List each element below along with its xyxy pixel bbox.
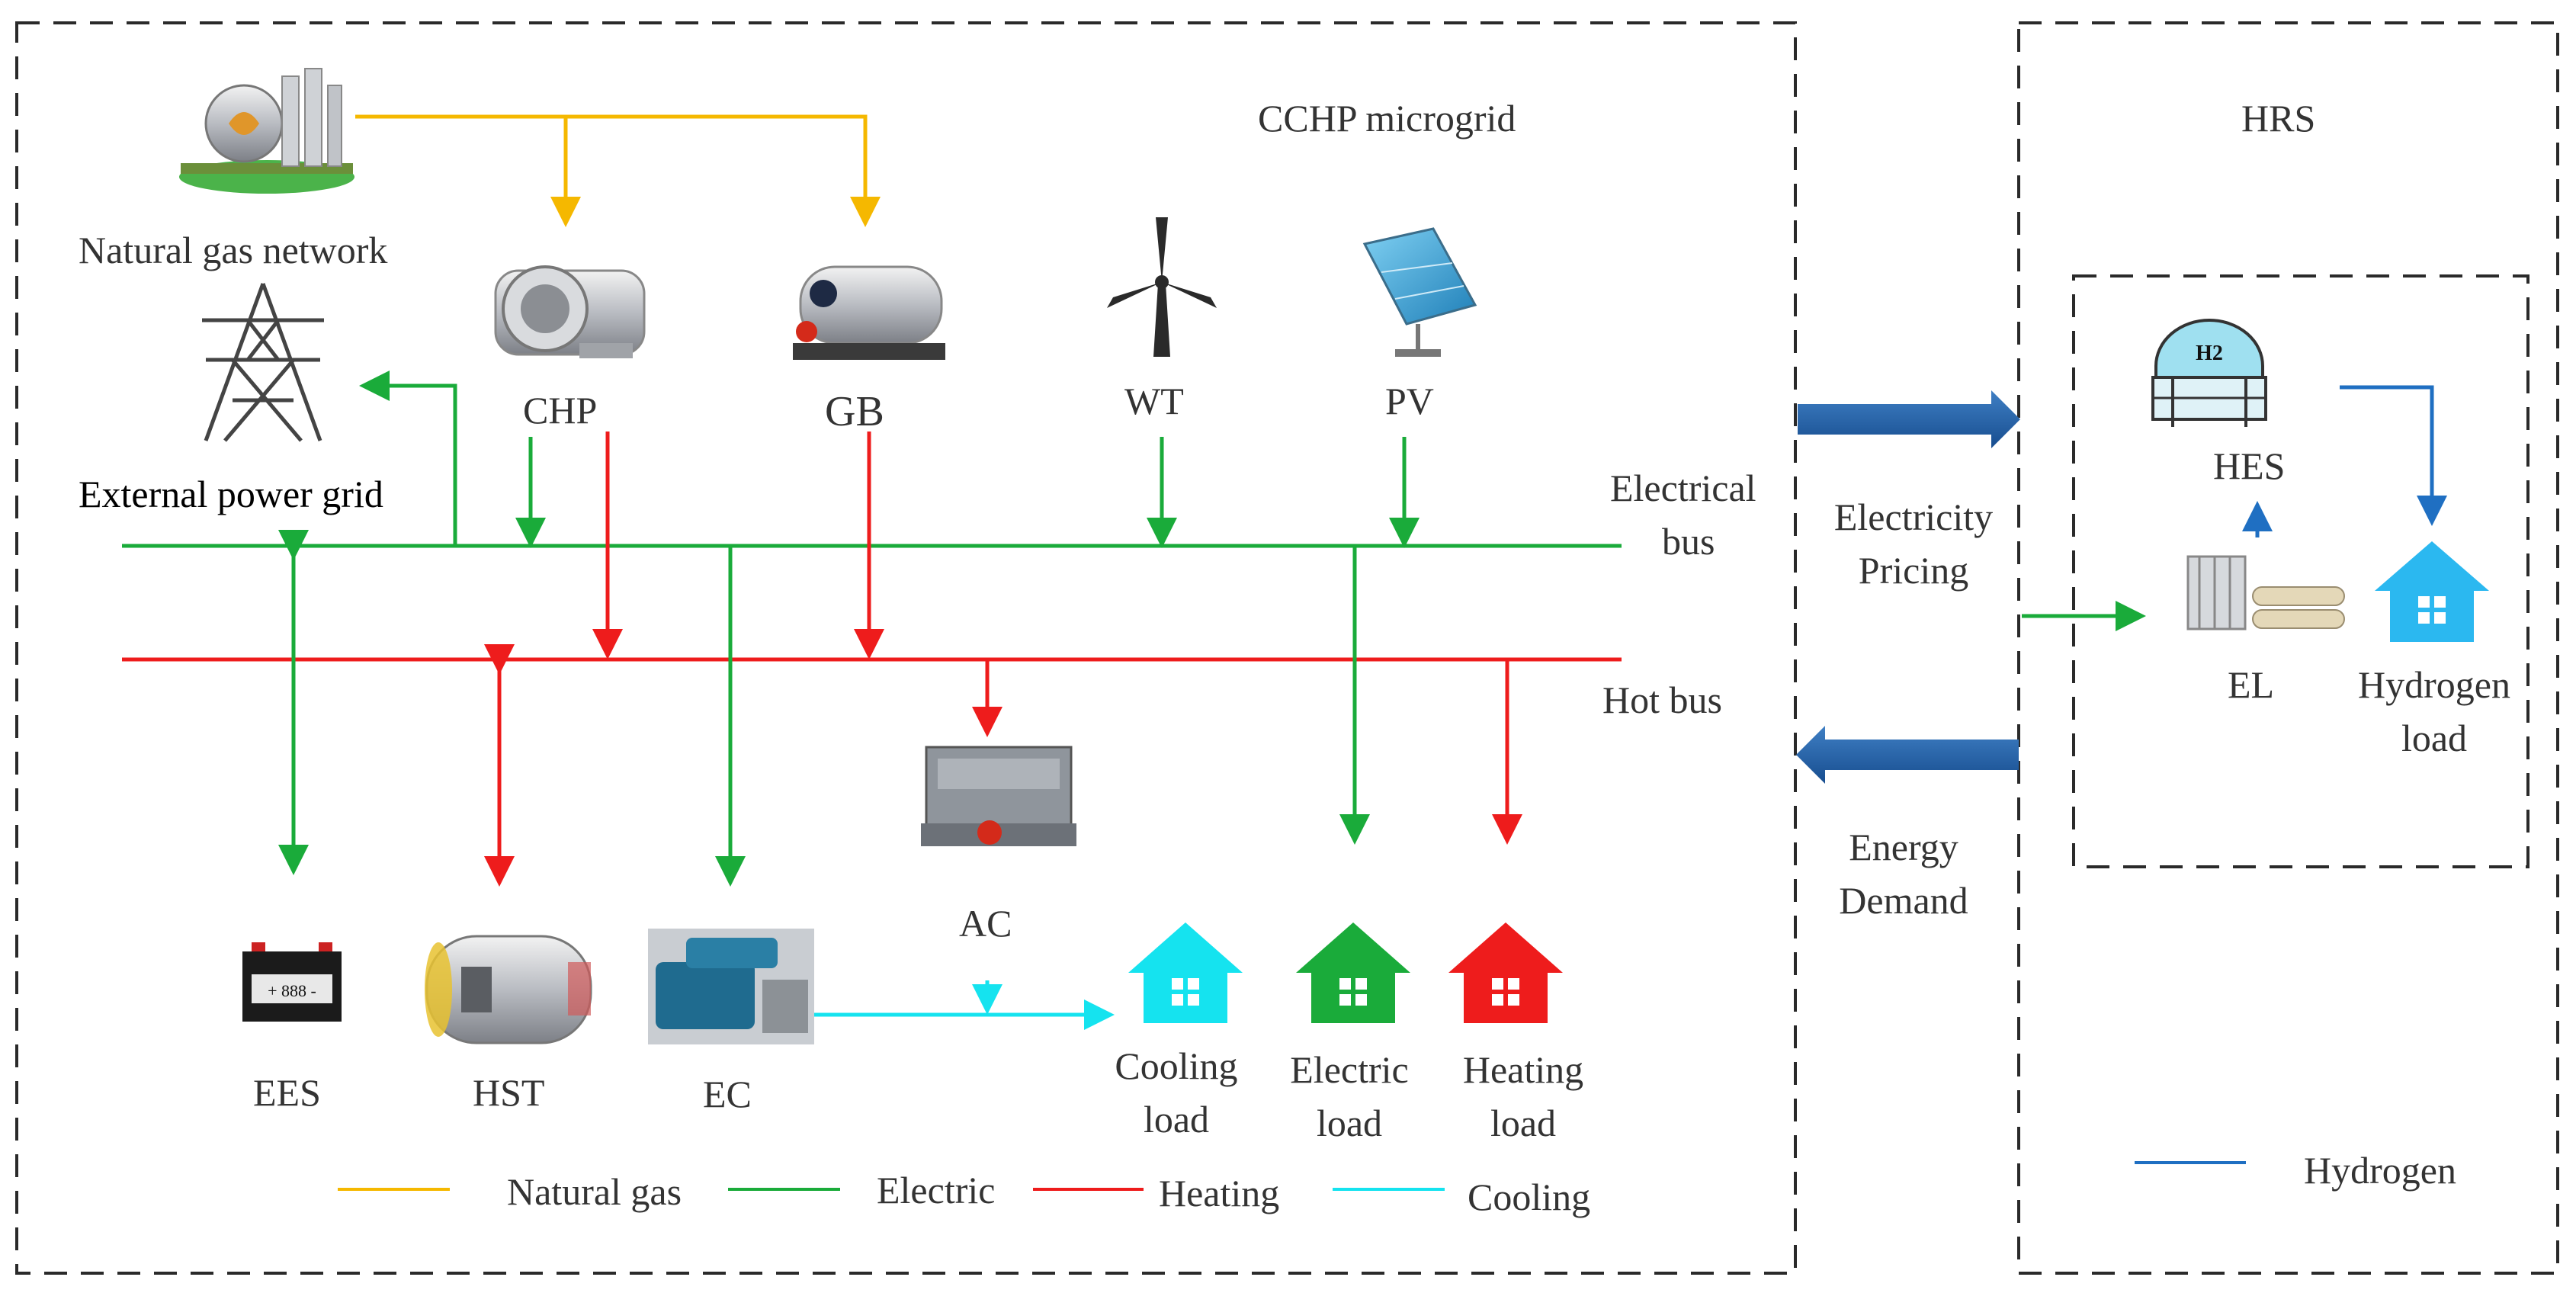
gas-facility-icon <box>179 68 354 194</box>
absorption-chiller-icon <box>921 746 1076 846</box>
hydrogen-storage-icon: H2 <box>2151 319 2267 427</box>
hrs-frame <box>2017 21 2559 1275</box>
electric-chiller-icon <box>648 929 814 1044</box>
legend-gas-label: Natural gas <box>507 1170 682 1213</box>
cooling-load-label-1: Cooling <box>1115 1044 1237 1087</box>
hes-label: HES <box>2213 444 2285 487</box>
electrical-bus-label-2: bus <box>1662 520 1715 563</box>
heating-load-label-1: Heating <box>1463 1048 1583 1091</box>
legend: Natural gas Electric Heating Cooling Hyd… <box>338 1149 2456 1218</box>
gas-network-label: Natural gas network <box>79 229 387 271</box>
cchp-microgrid-frame <box>15 21 1797 1275</box>
hydrogen-load-label-2: load <box>2401 717 2467 759</box>
hrs-inner-frame <box>2072 274 2529 868</box>
electric-load-label-1: Electric <box>1290 1048 1408 1091</box>
legend-cooling-label: Cooling <box>1468 1176 1590 1218</box>
ac-label: AC <box>959 902 1012 945</box>
gas-boiler-icon <box>793 265 945 360</box>
wt-label: WT <box>1124 380 1184 422</box>
microgrid-title: CCHP microgrid <box>1258 97 1516 140</box>
gb-label: GB <box>825 388 884 435</box>
power-tower-icon <box>202 283 324 442</box>
energy-demand-label-2: Demand <box>1839 879 1968 922</box>
legend-electric-label: Electric <box>877 1169 995 1211</box>
h2-mark-text: H2 <box>2196 342 2223 365</box>
cooling-flows <box>813 980 1115 1030</box>
electricity-pricing-label-1: Electricity <box>1834 496 1993 538</box>
heating-load-label-2: load <box>1490 1102 1556 1144</box>
heating-load-house-icon <box>1448 922 1563 1023</box>
hst-label: HST <box>473 1071 544 1114</box>
hydrogen-load-house-icon <box>2375 541 2489 642</box>
electric-load-house-icon <box>1296 922 1410 1023</box>
ec-label: EC <box>703 1073 752 1115</box>
electricity-pricing-arrow <box>1798 390 2020 448</box>
el-label: EL <box>2228 663 2274 706</box>
electricity-pricing-label-2: Pricing <box>1859 549 1968 592</box>
hydrogen-load-label-1: Hydrogen <box>2358 663 2510 706</box>
electric-flows <box>278 371 2146 887</box>
power-grid-label: External power grid <box>79 473 383 515</box>
heating-flows <box>484 432 1522 887</box>
energy-demand-label-1: Energy <box>1849 826 1958 868</box>
pv-label: PV <box>1385 380 1434 422</box>
hrs-title: HRS <box>2241 97 2315 140</box>
ees-label: EES <box>253 1071 321 1114</box>
electrolyzer-icon <box>2186 555 2345 630</box>
battery-icon: + 888 - <box>242 942 342 1022</box>
electric-load-label-2: load <box>1317 1102 1382 1144</box>
chp-label: CHP <box>523 389 597 432</box>
chp-turbine-icon <box>494 265 646 358</box>
electrical-bus-label-1: Electrical <box>1610 467 1756 509</box>
legend-heating-label: Heating <box>1159 1172 1279 1214</box>
battery-display-text: + 888 - <box>268 981 316 1000</box>
legend-hydrogen-label: Hydrogen <box>2304 1149 2456 1192</box>
cooling-load-house-icon <box>1128 922 1243 1023</box>
heat-storage-tank-icon <box>425 935 592 1044</box>
energy-demand-arrow <box>1796 726 2019 784</box>
pv-panel-icon <box>1362 227 1477 357</box>
wind-turbine-icon <box>1107 217 1217 357</box>
gas-flows <box>355 114 881 227</box>
hydrogen-flows <box>2242 385 2447 537</box>
hot-bus-label: Hot bus <box>1602 679 1722 721</box>
cooling-load-label-2: load <box>1144 1098 1209 1141</box>
